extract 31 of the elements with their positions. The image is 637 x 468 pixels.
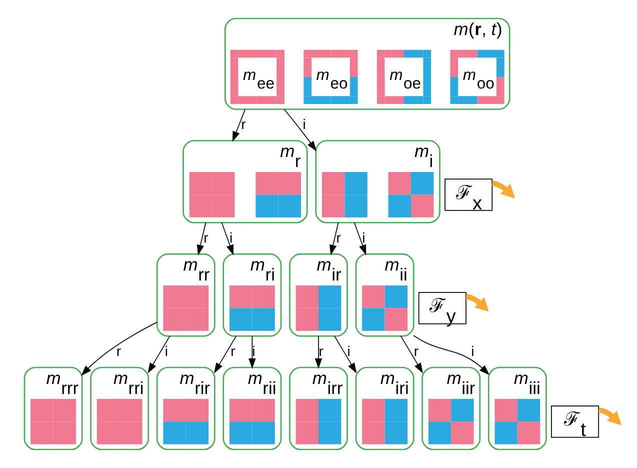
edge-label: r — [230, 342, 236, 359]
arrow — [598, 407, 622, 426]
arrow — [314, 336, 322, 369]
arrow — [81, 322, 158, 376]
arrow — [214, 336, 237, 374]
arrow — [196, 222, 206, 256]
arrow — [221, 222, 234, 256]
arrow — [492, 180, 516, 198]
edge-label: i — [252, 342, 256, 359]
edge-label: r — [414, 342, 419, 359]
arrow — [329, 222, 339, 256]
edge-label: i — [230, 230, 233, 246]
edge-label: r — [204, 230, 208, 246]
edge-label: r — [318, 342, 324, 359]
arrow — [284, 108, 317, 152]
edge-label: i — [302, 116, 306, 132]
edge-label: r — [116, 342, 122, 359]
arrow — [466, 294, 489, 312]
arrow — [334, 336, 357, 374]
edge-label: r — [241, 116, 246, 132]
edge-label: i — [471, 342, 474, 359]
edge-label: r — [336, 230, 341, 246]
edge-label: i — [164, 342, 168, 359]
arrow — [400, 336, 423, 374]
arrow — [248, 336, 256, 369]
arrow — [148, 336, 170, 374]
arrow — [354, 222, 366, 256]
edge-label: i — [347, 342, 350, 359]
edge-label: i — [362, 230, 366, 246]
arrow — [232, 108, 246, 142]
arrow — [413, 335, 490, 376]
